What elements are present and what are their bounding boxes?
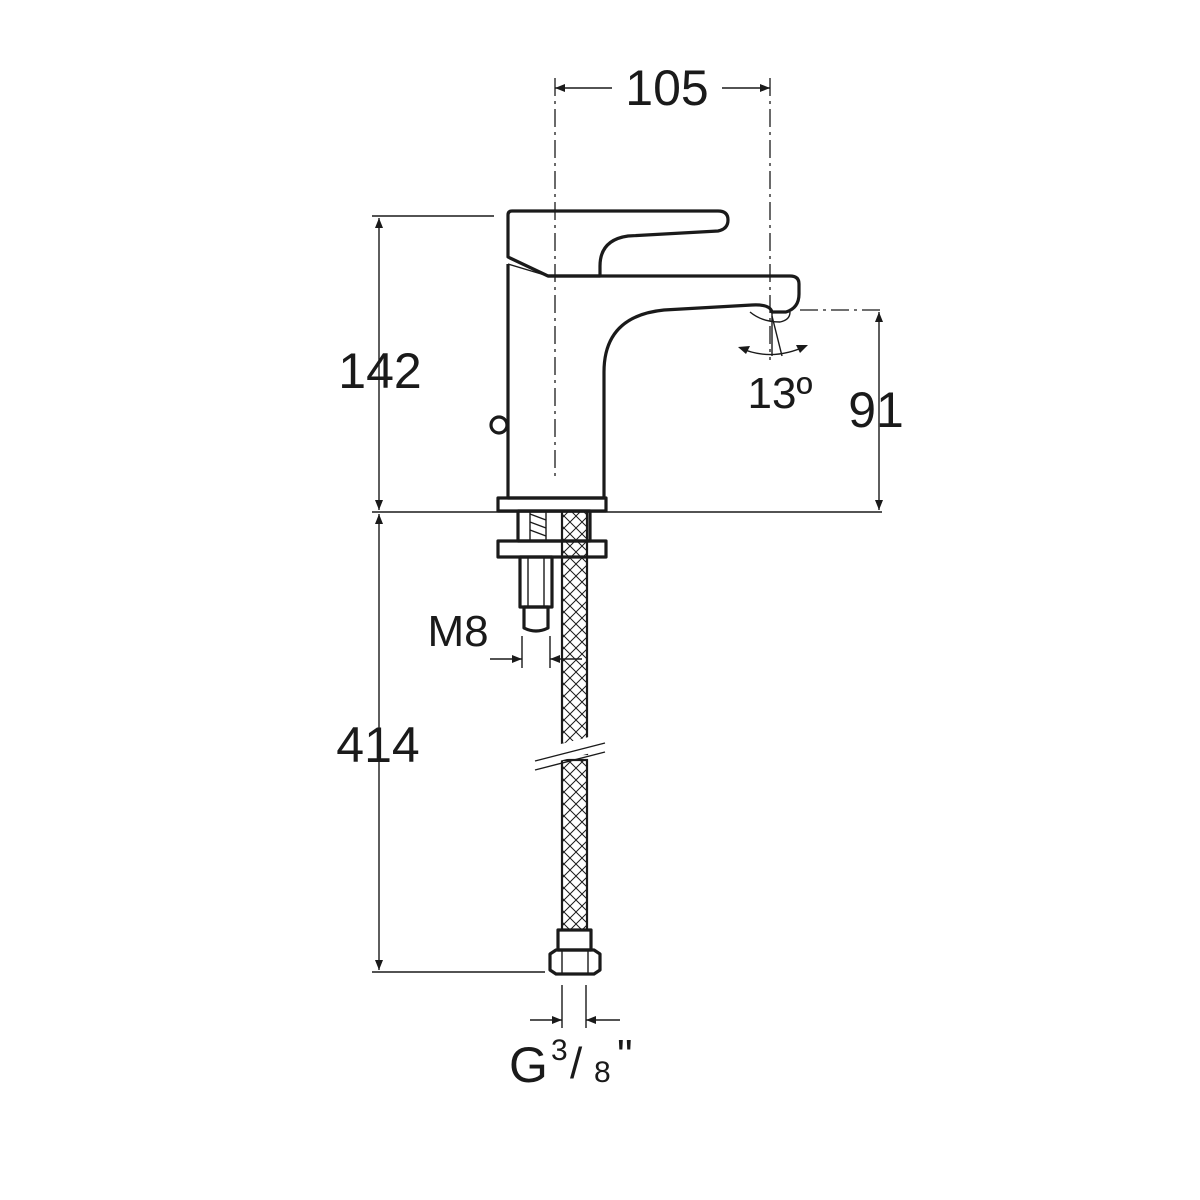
dimension-lines [372, 84, 883, 1028]
connector-suffix: " [617, 1031, 633, 1080]
connector-denominator: 8 [594, 1056, 611, 1089]
dim-142-label: 142 [338, 343, 421, 399]
mounting-assembly [496, 509, 608, 633]
base-plate [496, 496, 608, 513]
lever-handle [506, 209, 730, 278]
stud-tip [522, 605, 550, 633]
connector-prefix: G [509, 1037, 548, 1093]
dim-angle-label: 13º [747, 369, 812, 418]
dim-91-label: 91 [848, 382, 904, 438]
side-knob [489, 415, 509, 435]
stud-nut [518, 555, 554, 609]
dim-angle-leg [771, 315, 783, 357]
body-and-spout [506, 264, 801, 500]
hose-ferrule [556, 928, 593, 952]
stud-thread [529, 512, 547, 541]
lower-washer [496, 539, 608, 559]
hose-lower [560, 758, 589, 932]
break-mark-1 [534, 742, 606, 762]
hose-upper [560, 509, 589, 756]
dimension-labels: 105 142 91 13º 414 M8 G 3 / 8 " [336, 60, 904, 1093]
braided-hose [529, 509, 611, 976]
dim-414-label: 414 [336, 717, 419, 773]
dim-angle-arc [739, 345, 807, 356]
dim-connector-label: G 3 / 8 " [509, 1031, 633, 1093]
aerator [749, 311, 791, 323]
dim-105-label: 105 [625, 60, 708, 116]
centerlines [554, 78, 885, 480]
faucet-body [489, 209, 801, 513]
connector-slash: / [570, 1039, 583, 1088]
break-mark-2 [534, 751, 606, 771]
connector-numerator: 3 [551, 1034, 568, 1067]
hose-nut [548, 948, 602, 976]
dim-m8-label: M8 [427, 607, 488, 656]
